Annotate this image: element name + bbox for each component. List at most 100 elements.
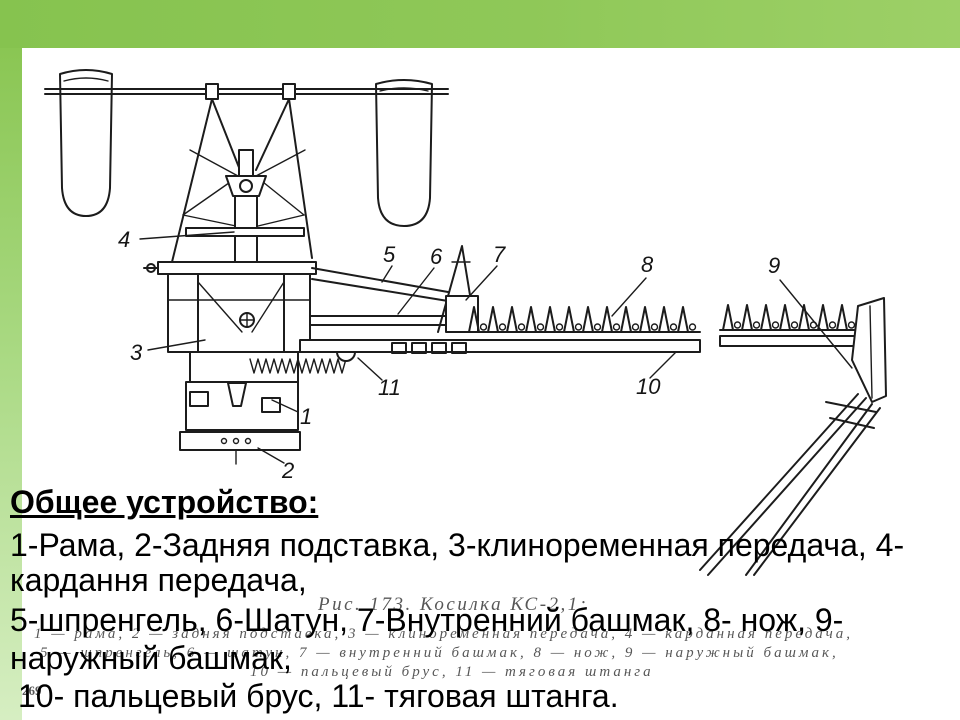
hitch-strut <box>288 98 313 259</box>
stand-bolt <box>232 437 240 445</box>
legend-line: наружный башмак, <box>10 640 292 676</box>
right-wheel <box>375 79 433 227</box>
frame-body <box>167 273 311 353</box>
knife-tooth <box>760 304 772 331</box>
rear-stand <box>179 351 301 465</box>
knife-tooth <box>487 306 499 333</box>
rear-stand-plate <box>179 431 301 451</box>
hitch-brace <box>189 149 239 177</box>
knife-tooth <box>468 306 480 333</box>
rear-bracket-right <box>261 397 281 413</box>
scan-legend-line: 10 — пальцевый брус, 11 — тяговая штанга <box>250 664 654 680</box>
truss-rod <box>311 267 449 293</box>
bar-connector <box>451 342 467 354</box>
belt-guard <box>189 351 299 383</box>
pto-shaft-top <box>238 149 254 177</box>
divider-rod <box>753 407 881 576</box>
knife-tooth <box>525 306 537 333</box>
part-number-6: 6 <box>430 244 443 269</box>
drive-spring <box>249 358 347 374</box>
knife-tooth <box>601 306 613 333</box>
scan-page-number: 269 <box>22 683 42 698</box>
label-7-leader <box>465 265 498 301</box>
part-number-9: 9 <box>768 253 780 278</box>
part-number-8: 8 <box>641 252 654 277</box>
knife-tooth <box>544 306 556 333</box>
stand-bolt <box>220 437 228 445</box>
hitch-brace <box>182 214 237 227</box>
knife-tooth <box>741 304 753 331</box>
cardan-crossbar <box>185 227 305 237</box>
scan-figure-caption: Рис. 173. Косилка КС-2,1: <box>318 594 589 615</box>
frame-bolt-nut <box>146 263 156 273</box>
label-3-leader <box>147 339 206 351</box>
divider-rod <box>707 397 867 576</box>
scan-legend-line: 5 — шпренгель, 6 — шатун, 7 — внутренний… <box>40 645 839 661</box>
divider-rod <box>745 403 873 576</box>
finger-rivet <box>536 323 545 331</box>
finger-rivet <box>517 323 526 331</box>
finger-rivet <box>847 321 856 329</box>
part-number-3: 3 <box>130 340 143 365</box>
finger-rivet <box>828 321 837 329</box>
part-number-4: 4 <box>118 227 130 252</box>
finger-bar-left <box>299 339 701 353</box>
left-wheel <box>59 69 113 217</box>
outer-shoe-edge <box>869 305 873 399</box>
part-number-10: 10 <box>636 374 661 399</box>
label-9-leader <box>779 279 853 369</box>
knife-tooth <box>798 304 810 331</box>
hitch-strut <box>211 98 241 171</box>
finger-rivet <box>771 321 780 329</box>
finger-rivet <box>612 323 621 331</box>
frame <box>143 261 317 353</box>
hitch-brace <box>257 177 305 216</box>
finger-rivet <box>631 323 640 331</box>
knife-tooth <box>582 306 594 333</box>
bar-connector <box>391 342 407 354</box>
axle-clamp-right <box>282 83 296 100</box>
label-6-leader <box>397 267 435 315</box>
label-11-leader <box>357 357 383 381</box>
rear-cone <box>227 382 247 407</box>
label-8-leader <box>611 277 647 317</box>
gearbox-hub <box>239 179 253 193</box>
linkage <box>309 245 479 333</box>
part-number-1: 1 <box>300 404 312 429</box>
finger-bar-right <box>719 335 857 347</box>
knife-tooth <box>677 306 689 333</box>
knife-tooth <box>506 306 518 333</box>
label-5-leader <box>381 265 393 283</box>
hitch-brace <box>257 214 305 227</box>
finger-rivet <box>752 321 761 329</box>
frame-diagonal <box>197 281 243 333</box>
knife-tooth <box>779 304 791 331</box>
part-number-7: 7 <box>493 242 506 267</box>
finger-rivet <box>733 321 742 329</box>
part-number-2: 2 <box>281 458 294 483</box>
slide-heading: Общее устройство: <box>10 484 319 520</box>
label-1-leader <box>271 399 299 413</box>
knife-tooth <box>817 304 829 331</box>
truss-rod <box>311 278 449 302</box>
bar-connector <box>411 342 427 354</box>
divider-clamp <box>825 401 877 413</box>
knife-tooth <box>563 306 575 333</box>
hitch-struts <box>171 98 313 263</box>
finger-rivet <box>593 323 602 331</box>
part-number-5: 5 <box>383 242 396 267</box>
knife-tooth <box>658 306 670 333</box>
knife-tooth <box>836 304 848 331</box>
finger-rivet <box>650 323 659 331</box>
hitch-strut <box>255 98 290 171</box>
legend-line: кардання передача, <box>10 562 307 598</box>
knife-tooth <box>722 304 734 331</box>
outer-shoe <box>851 297 887 403</box>
part-number-11: 11 <box>378 375 401 400</box>
finger-rivet <box>555 323 564 331</box>
outer-shoe-assembly <box>699 297 887 576</box>
part-number-labels: 1 2 3 4 5 6 7 8 9 10 11 <box>118 227 780 483</box>
frame-diagonal <box>251 281 285 333</box>
